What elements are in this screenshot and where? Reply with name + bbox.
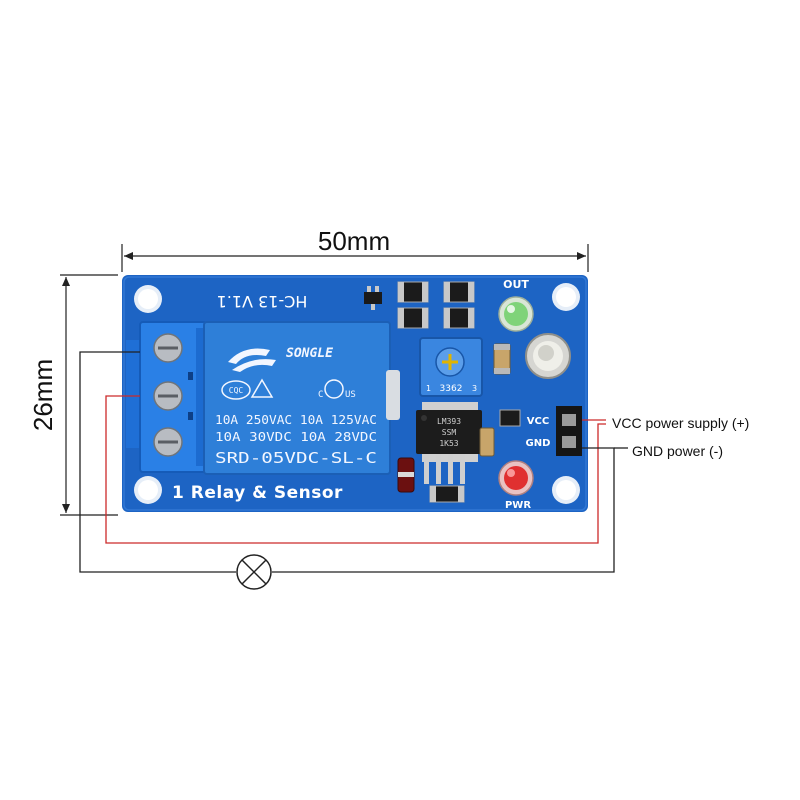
smd-resistor — [397, 281, 429, 303]
relay-cert-c: C — [318, 390, 323, 400]
smd-resistor — [499, 409, 521, 427]
wire-black — [272, 447, 615, 573]
width-label: 50mm — [318, 226, 390, 256]
ic-marking-1: LM393 — [437, 417, 461, 426]
gnd-connection-label: GND power (-) — [632, 443, 723, 459]
width-dimension: 50mm — [121, 226, 589, 272]
adjust-screw-icon — [442, 354, 458, 370]
relay-rating-line-2: 10A 30VDC 10A 28VDC — [215, 429, 377, 444]
pot-pin-3: 3 — [472, 384, 477, 393]
pwr-led: PWR — [498, 460, 534, 511]
pin-header: VCC GND — [526, 406, 582, 456]
smd-capacitor — [479, 427, 495, 457]
mounting-hole — [134, 285, 162, 313]
light-sensor — [525, 333, 571, 379]
relay-cert-us: US — [345, 390, 356, 400]
pwr-label: PWR — [505, 500, 531, 511]
diode — [397, 457, 415, 493]
smd-capacitor — [493, 343, 511, 375]
vcc-pin-label: VCC — [527, 416, 549, 427]
ic-marking-2: SSM — [442, 428, 457, 437]
ul-mark-icon — [324, 379, 344, 399]
terminal-screw — [153, 427, 183, 457]
lamp-icon — [236, 554, 272, 590]
wiring — [79, 351, 628, 573]
terminal-screw — [153, 381, 183, 411]
relay-cqc: CQC — [229, 386, 244, 395]
mounting-hole — [552, 283, 580, 311]
smd-resistor — [397, 307, 429, 329]
warning-triangle-icon — [250, 378, 274, 398]
silk-version: HC-13 V1.1 — [217, 292, 308, 311]
mounting-hole — [134, 476, 162, 504]
cqc-mark-icon — [221, 380, 251, 400]
ic-marking-3: 1K53 — [439, 439, 458, 448]
height-label: 26mm — [28, 359, 58, 431]
silk-title: 1 Relay & Sensor — [172, 483, 343, 503]
potentiometer: 1 3362 3 — [419, 337, 483, 397]
out-led: OUT — [498, 278, 534, 332]
height-dimension: 26mm — [28, 274, 118, 516]
mounting-hole — [552, 476, 580, 504]
relay: SONGLE CQC C US 10A 250VAC 10A 125VAC 10… — [203, 321, 400, 475]
smd-resistor — [429, 485, 465, 503]
out-label: OUT — [503, 278, 529, 291]
wire-red — [105, 395, 606, 544]
terminal-screw — [153, 333, 183, 363]
songle-logo-icon — [228, 348, 276, 372]
smd-resistor — [443, 281, 475, 303]
relay-model: SRD-05VDC-SL-C — [215, 449, 377, 467]
relay-brand: SONGLE — [286, 346, 333, 361]
pot-pin-1: 1 — [426, 384, 431, 393]
smd-resistor — [443, 307, 475, 329]
relay-rating-line-1: 10A 250VAC 10A 125VAC — [215, 412, 377, 427]
comparator-ic: LM393 SSM 1K53 — [416, 402, 482, 484]
gnd-pin-label: GND — [526, 438, 551, 449]
vcc-connection-label: VCC power supply (+) — [612, 415, 749, 431]
wire-black — [79, 351, 236, 573]
pot-code: 3362 — [440, 384, 463, 394]
transistor — [364, 286, 382, 310]
